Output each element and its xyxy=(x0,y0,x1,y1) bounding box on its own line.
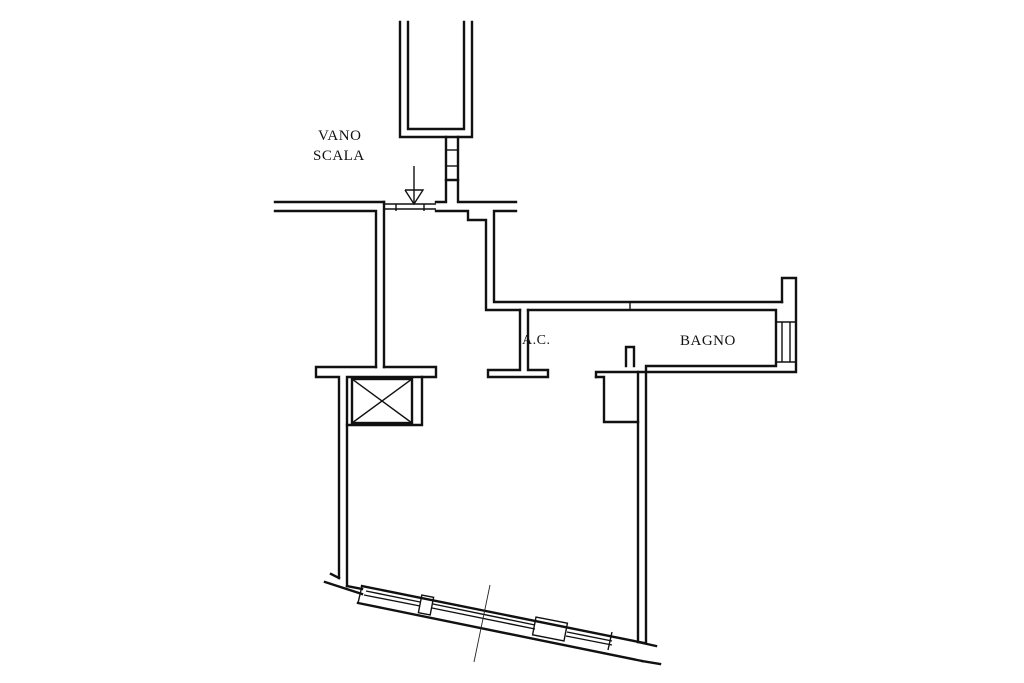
closet-label: A.C. xyxy=(522,333,551,348)
corridor-walls xyxy=(273,178,784,369)
window-symbol xyxy=(323,572,662,666)
stairwell-walls xyxy=(398,20,474,182)
entrance-arrow-icon xyxy=(404,166,425,206)
column-symbol xyxy=(486,308,550,379)
stairwell-label-line1: VANO xyxy=(318,128,362,144)
axis-line xyxy=(473,584,491,663)
bathroom-walls xyxy=(526,276,798,644)
bathroom-label: BAGNO xyxy=(680,333,736,349)
stairwell-label-line2: SCALA xyxy=(313,148,365,164)
main-room-walls xyxy=(314,365,640,644)
shaft-cross-icon xyxy=(350,377,414,425)
